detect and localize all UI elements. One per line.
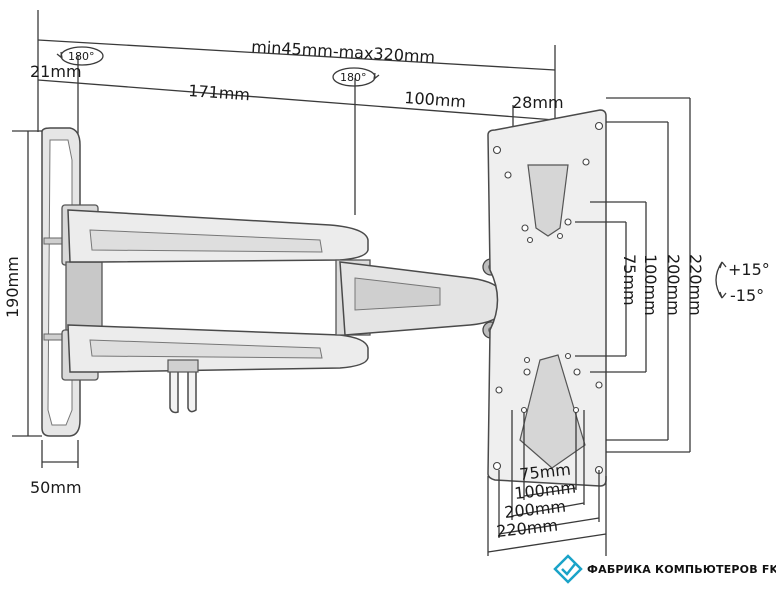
vesa-plate [487,109,607,487]
dimension-lines-wall [12,130,79,468]
wall-height-label: 190mm [3,256,22,318]
vesa-v-200-label: 200mm [664,254,683,316]
dimension-lines-top [37,10,556,215]
brand-logo-icon [553,554,583,584]
arm-171-label: 171mm [188,81,251,104]
tilt-up-label: +15° [728,260,770,279]
articulating-arm [61,204,503,414]
dimension-lines-vesa-horizontal [487,410,607,556]
depth-range-label: min45mm-max320mm [251,37,436,67]
tilt-down-label: -15° [730,286,764,305]
vesa-v-75-label: 75mm [620,254,639,306]
brand-watermark: ФАБРИКА КОМПЬЮТЕРОВ FK.BY [553,553,776,585]
rotation-indicator-wall [56,46,104,66]
brand-name: ФАБРИКА КОМПЬЮТЕРОВ FK.BY [587,562,776,576]
dimension-lines-vesa-vertical [575,97,691,453]
vesa-v-100-label: 100mm [641,254,660,316]
arm-100-label: 100mm [404,88,467,111]
offset-28-label: 28mm [512,93,564,112]
rotation-180-wall-label: 180° [68,50,95,63]
rotation-180-arm-label: 180° [340,71,367,84]
rotation-indicator-arm [332,67,380,87]
wall-width-label: 50mm [30,478,82,497]
offset-21-label: 21mm [30,62,82,81]
tilt-indicator [715,261,727,299]
vesa-v-220-label: 220mm [686,254,705,316]
